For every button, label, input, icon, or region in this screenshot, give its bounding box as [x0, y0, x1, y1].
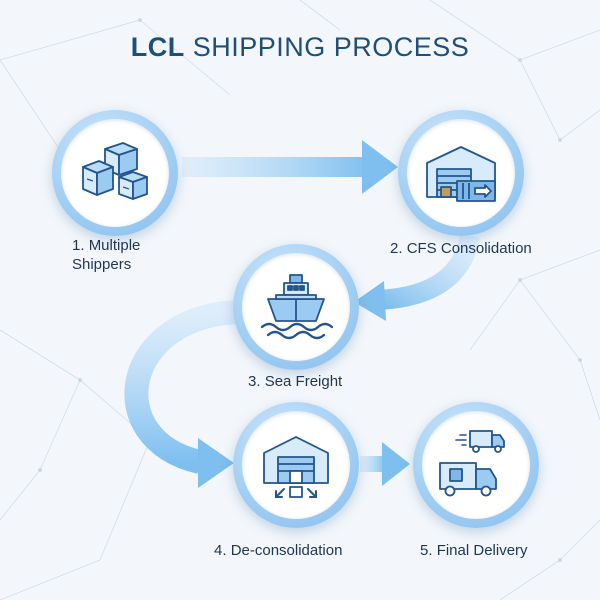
step-text: Final Delivery	[436, 542, 528, 559]
stacked-boxes-icon	[82, 142, 148, 200]
step-node-final-delivery	[413, 402, 539, 528]
step-label-4: 4. De-consolidation	[214, 541, 342, 560]
arrow-sea-to-deconsolidation	[124, 300, 246, 488]
step-node-multiple-shippers	[52, 110, 178, 236]
step-text: De-consolidation	[230, 542, 343, 559]
warehouse-container-icon	[426, 146, 496, 202]
page-title: LCL SHIPPING PROCESS	[0, 32, 600, 63]
step-node-cfs-consolidation	[398, 110, 524, 236]
step-label-3: 3. Sea Freight	[248, 372, 342, 391]
step-node-de-consolidation	[233, 402, 359, 528]
title-rest: SHIPPING PROCESS	[184, 32, 470, 62]
step-number: 3.	[248, 373, 261, 390]
step-number: 5.	[420, 542, 433, 559]
title-bold: LCL	[130, 32, 185, 62]
warehouse-unloading-icon	[263, 436, 329, 498]
step-text: Multiple Shippers	[72, 237, 141, 273]
step-text: Sea Freight	[264, 373, 343, 390]
step-node-sea-freight	[233, 244, 359, 370]
arrow-deconsolidation-to-delivery	[360, 442, 410, 486]
cargo-ship-icon	[260, 274, 334, 340]
delivery-trucks-icon	[439, 430, 505, 497]
step-number: 2.	[390, 240, 403, 257]
arrow-cfs-to-sea	[354, 233, 480, 321]
step-label-5: 5. Final Delivery	[420, 541, 528, 560]
arrow-shippers-to-cfs	[182, 140, 398, 194]
step-number: 4.	[214, 542, 227, 559]
step-number: 1.	[72, 237, 85, 254]
step-label-1: 1. Multiple Shippers	[72, 236, 182, 274]
step-text: CFS Consolidation	[406, 240, 532, 257]
step-label-2: 2. CFS Consolidation	[390, 239, 532, 258]
